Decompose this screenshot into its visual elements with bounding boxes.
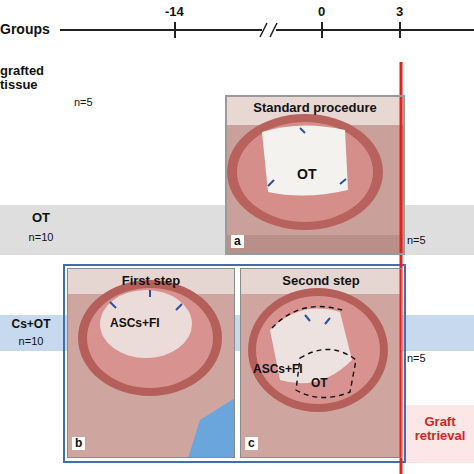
- procedure-frame: [64, 265, 405, 462]
- node-text: b: [72, 437, 85, 450]
- photo-panel: Second stepASCs+FI OT c: [240, 268, 402, 458]
- photo-panel: Standard procedureOT a: [225, 95, 405, 255]
- time-tick-label: 0: [318, 5, 325, 19]
- time-tick-label: 3: [396, 5, 403, 19]
- group-label: grafted tissue: [0, 64, 70, 93]
- node-text: Cs+OT: [0, 318, 62, 331]
- node-text: c: [245, 437, 258, 450]
- node-text: n=10: [0, 335, 62, 347]
- photo-panel-c: [240, 268, 402, 458]
- photo-panel-a: [225, 95, 405, 255]
- photo-panel: First stepASCs+FI b: [67, 268, 235, 458]
- sample-count: n=5: [74, 96, 93, 108]
- sample-count: n=5: [407, 234, 426, 246]
- node-text: OT: [311, 377, 328, 390]
- timeline-tick: [399, 22, 401, 38]
- time-tick-label: -14: [165, 5, 184, 19]
- node-text: Standard procedure: [227, 101, 403, 115]
- node-text: Graft retrieval: [408, 415, 472, 444]
- node-text: n=10: [0, 231, 82, 243]
- node-text: OT: [0, 211, 82, 225]
- node-text: OT: [297, 167, 316, 182]
- node-text: ASCs+FI: [253, 363, 303, 376]
- timeline-tick: [174, 22, 176, 38]
- axis-title: Groups: [0, 22, 50, 37]
- timeline-tick: [321, 22, 323, 38]
- retrieval-box: Graft retrieval: [406, 405, 474, 463]
- axis-break-mark: [260, 23, 267, 37]
- node-text: a: [231, 235, 244, 248]
- sample-count: n=5: [407, 352, 426, 364]
- node-text: Second step: [241, 274, 401, 288]
- photo-panel-b: [67, 268, 235, 458]
- node-text: First step: [68, 274, 234, 288]
- node-text: ASCs+FI: [110, 317, 160, 330]
- axis-break-mark: [270, 23, 277, 37]
